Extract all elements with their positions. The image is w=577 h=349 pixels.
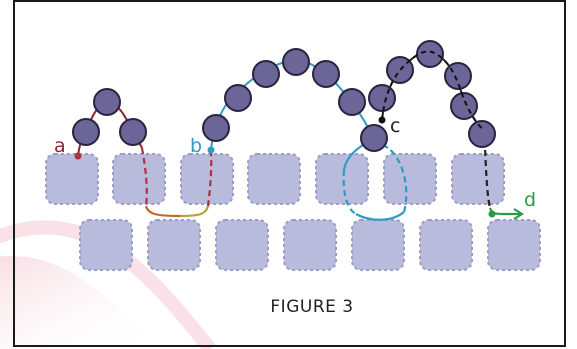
figure-caption: FIGURE 3 (270, 297, 353, 317)
background-swirl (0, 256, 160, 349)
round-bead (119, 118, 147, 146)
top-row-cubes (45, 153, 505, 205)
cube-bead (247, 153, 301, 205)
cube-bead (215, 219, 269, 271)
cube-bead (45, 153, 99, 205)
round-bead (312, 60, 340, 88)
bead-arch-1 (72, 88, 147, 146)
round-bead (252, 60, 280, 88)
round-bead (468, 120, 496, 148)
cube-bead (283, 219, 337, 271)
point-c-dot (378, 116, 386, 124)
thread-d-path (482, 129, 525, 220)
point-a-dot (74, 152, 82, 160)
label-c: c (390, 115, 400, 137)
round-bead (93, 88, 121, 116)
cube-bead (487, 219, 541, 271)
label-b: b (190, 135, 202, 157)
thread-c-dashes (381, 50, 485, 131)
cube-bead (451, 153, 505, 205)
round-bead (338, 88, 366, 116)
round-bead (416, 40, 444, 68)
point-d-dot (488, 210, 496, 218)
thread-a-path (140, 147, 213, 218)
cube-bead (315, 153, 369, 205)
round-bead (368, 84, 396, 112)
round-bead (72, 118, 100, 146)
cube-bead (180, 153, 234, 205)
cube-bead (79, 219, 133, 271)
cube-bead (147, 219, 201, 271)
cube-bead (351, 219, 405, 271)
round-bead (202, 114, 230, 142)
round-bead (224, 84, 252, 112)
label-d: d (524, 189, 536, 211)
figure-frame (13, 0, 566, 347)
bottom-row-cubes (79, 219, 541, 271)
round-bead (386, 56, 414, 84)
round-bead (360, 124, 388, 152)
cube-bead (112, 153, 166, 205)
round-bead (282, 48, 310, 76)
cube-bead (383, 153, 437, 205)
bead-arch-3 (368, 40, 496, 148)
label-a: a (54, 135, 66, 157)
cube-bead (419, 219, 473, 271)
point-b-dot (207, 146, 215, 154)
bead-arch-2 (202, 48, 388, 152)
